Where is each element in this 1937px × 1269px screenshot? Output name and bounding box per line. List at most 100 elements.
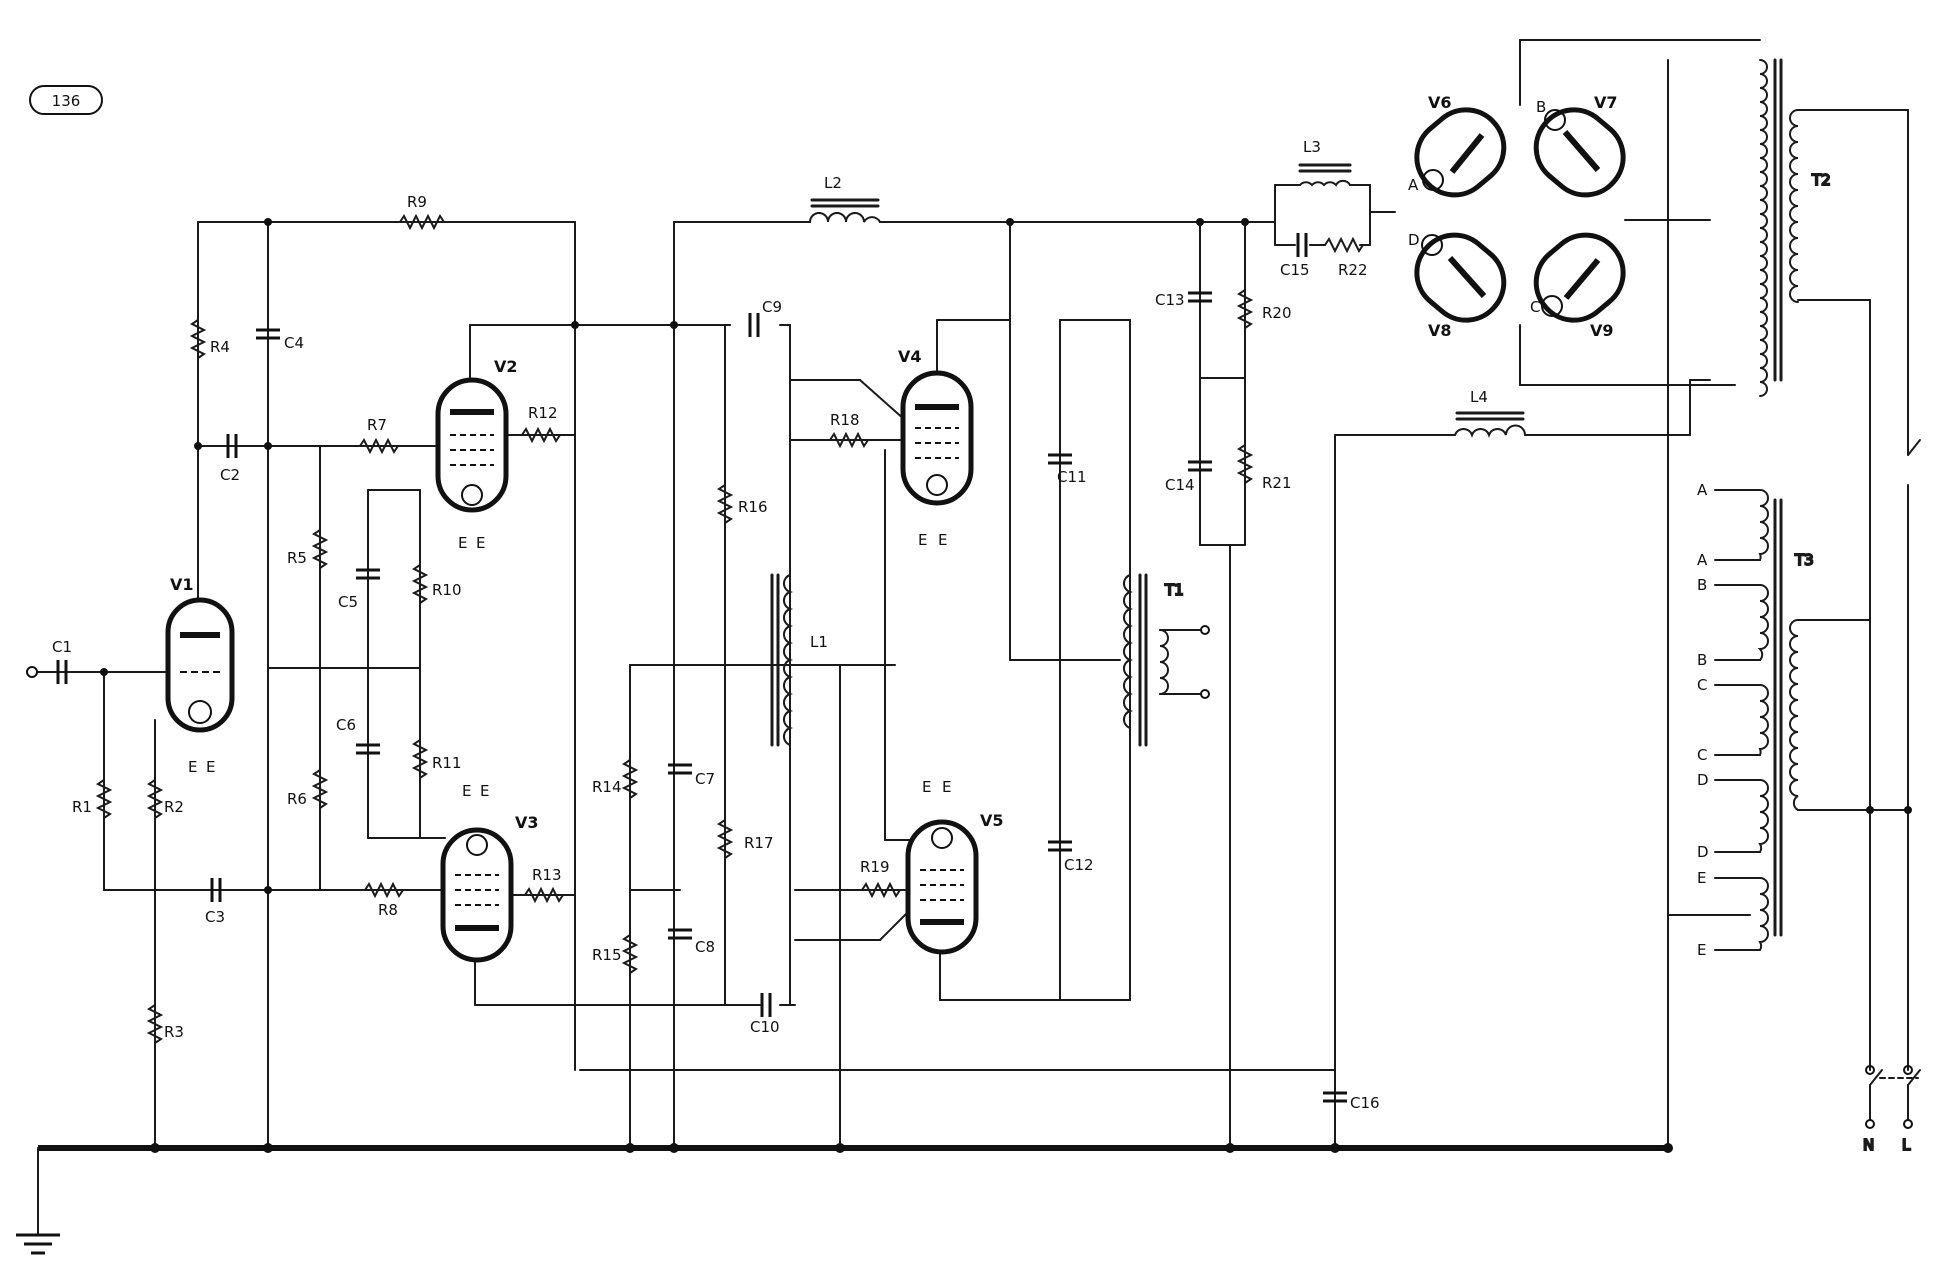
capacitor-c12	[1048, 840, 1072, 852]
t2-label: T2	[1811, 171, 1831, 189]
c10-label: C10	[750, 1018, 780, 1036]
tube-v5: V5 E E	[905, 778, 1004, 955]
input-terminal	[26, 666, 38, 678]
l4-label: L4	[1470, 388, 1488, 406]
resistor-r1	[95, 779, 113, 819]
capacitor-c10	[760, 993, 772, 1017]
capacitor-c2	[226, 434, 238, 458]
c11-label: C11	[1057, 468, 1087, 486]
transformer-t2: T2	[1759, 58, 1832, 397]
r15-label: R15	[592, 946, 622, 964]
capacitor-c8	[668, 928, 692, 940]
resistor-r4	[189, 319, 207, 359]
ground-bus	[16, 1145, 1668, 1255]
resistor-r14	[621, 759, 639, 799]
tap-label: C	[1697, 746, 1707, 764]
resistor-r12	[521, 426, 561, 444]
mains-l-label: L	[1902, 1136, 1911, 1154]
capacitor-c15	[1296, 233, 1308, 257]
r16-label: R16	[738, 498, 768, 516]
c4-label: C4	[284, 334, 304, 352]
svg-text:D: D	[1408, 231, 1420, 249]
inductor-l2	[809, 198, 881, 223]
r13-label: R13	[532, 866, 562, 884]
mains-switch: N L	[1862, 439, 1921, 1155]
r14-label: R14	[592, 778, 622, 796]
r12-label: R12	[528, 404, 558, 422]
c8-label: C8	[695, 938, 715, 956]
svg-text:C: C	[1530, 298, 1540, 316]
capacitor-c13	[1188, 291, 1212, 303]
capacitors	[56, 233, 1347, 1103]
junction-dots	[100, 218, 1912, 1153]
resistor-r9	[399, 213, 445, 231]
resistor-r5	[311, 529, 329, 569]
tap-label: E	[1697, 941, 1706, 959]
v8-label: V8	[1428, 321, 1452, 340]
svg-text:E: E	[188, 758, 197, 776]
v2-label: V2	[494, 357, 518, 376]
svg-text:B: B	[1536, 98, 1546, 116]
resistor-r2	[146, 779, 164, 819]
wiring	[37, 39, 1909, 1149]
capacitor-c4	[256, 328, 280, 340]
resistor-r3	[146, 1004, 164, 1044]
resistor-r7	[359, 437, 399, 455]
tap-label: E	[1697, 869, 1706, 887]
resistor-r18	[829, 431, 869, 449]
capacitor-c11	[1048, 453, 1072, 465]
resistor-r8	[364, 881, 404, 899]
c15-label: C15	[1280, 261, 1310, 279]
svg-text:E: E	[918, 531, 927, 549]
c3-label: C3	[205, 908, 225, 926]
r11-label: R11	[432, 754, 462, 772]
mains-n-label: N	[1863, 1136, 1874, 1154]
r3-label: R3	[164, 1023, 184, 1041]
r20-label: R20	[1262, 304, 1292, 322]
r17-label: R17	[744, 834, 774, 852]
t1-label: T1	[1164, 581, 1184, 599]
capacitor-c6	[356, 743, 380, 755]
transformer-t3: T3	[1757, 489, 1815, 951]
c7-label: C7	[695, 770, 715, 788]
capacitor-c16	[1323, 1091, 1347, 1103]
capacitor-c9	[748, 313, 760, 337]
capacitor-c3	[210, 878, 222, 902]
resistors	[95, 213, 1364, 1044]
l1-label: L1	[810, 633, 828, 651]
r7-label: R7	[367, 416, 387, 434]
r4-label: R4	[210, 338, 230, 356]
v9-label: V9	[1590, 321, 1614, 340]
r22-label: R22	[1338, 261, 1368, 279]
resistor-r16	[716, 484, 734, 524]
r1-label: R1	[72, 798, 92, 816]
v6-label: V6	[1428, 93, 1452, 112]
svg-text:E: E	[206, 758, 215, 776]
tube-v9: V9 C	[1530, 232, 1626, 340]
c16-label: C16	[1350, 1094, 1380, 1112]
inductor-l1	[770, 573, 794, 747]
tap-label: D	[1697, 771, 1709, 789]
r19-label: R19	[860, 858, 890, 876]
tap-label: B	[1697, 651, 1707, 669]
r2-label: R2	[164, 798, 184, 816]
capacitor-c5	[356, 568, 380, 580]
t3-tap-labels: A A B B C C D D E E	[1697, 481, 1709, 959]
tube-v1: V1 E E	[165, 575, 235, 776]
c6-label: C6	[336, 716, 356, 734]
r8-label: R8	[378, 901, 398, 919]
r6-label: R6	[287, 790, 307, 808]
resistor-r19	[861, 881, 901, 899]
tap-label: A	[1697, 481, 1708, 499]
t3-label: T3	[1794, 551, 1814, 569]
capacitor-c7	[668, 763, 692, 775]
component-labels: C1 C2 C3 C4 C5 C6 C7 C8 C9 C10 C11 C12 C…	[52, 138, 1488, 1112]
tap-label: C	[1697, 676, 1707, 694]
svg-text:E: E	[922, 778, 931, 796]
c1-label: C1	[52, 638, 72, 656]
svg-text:E: E	[942, 778, 951, 796]
c13-label: C13	[1155, 291, 1185, 309]
tube-v8: V8 D	[1408, 231, 1507, 340]
capacitor-c1	[56, 660, 68, 684]
